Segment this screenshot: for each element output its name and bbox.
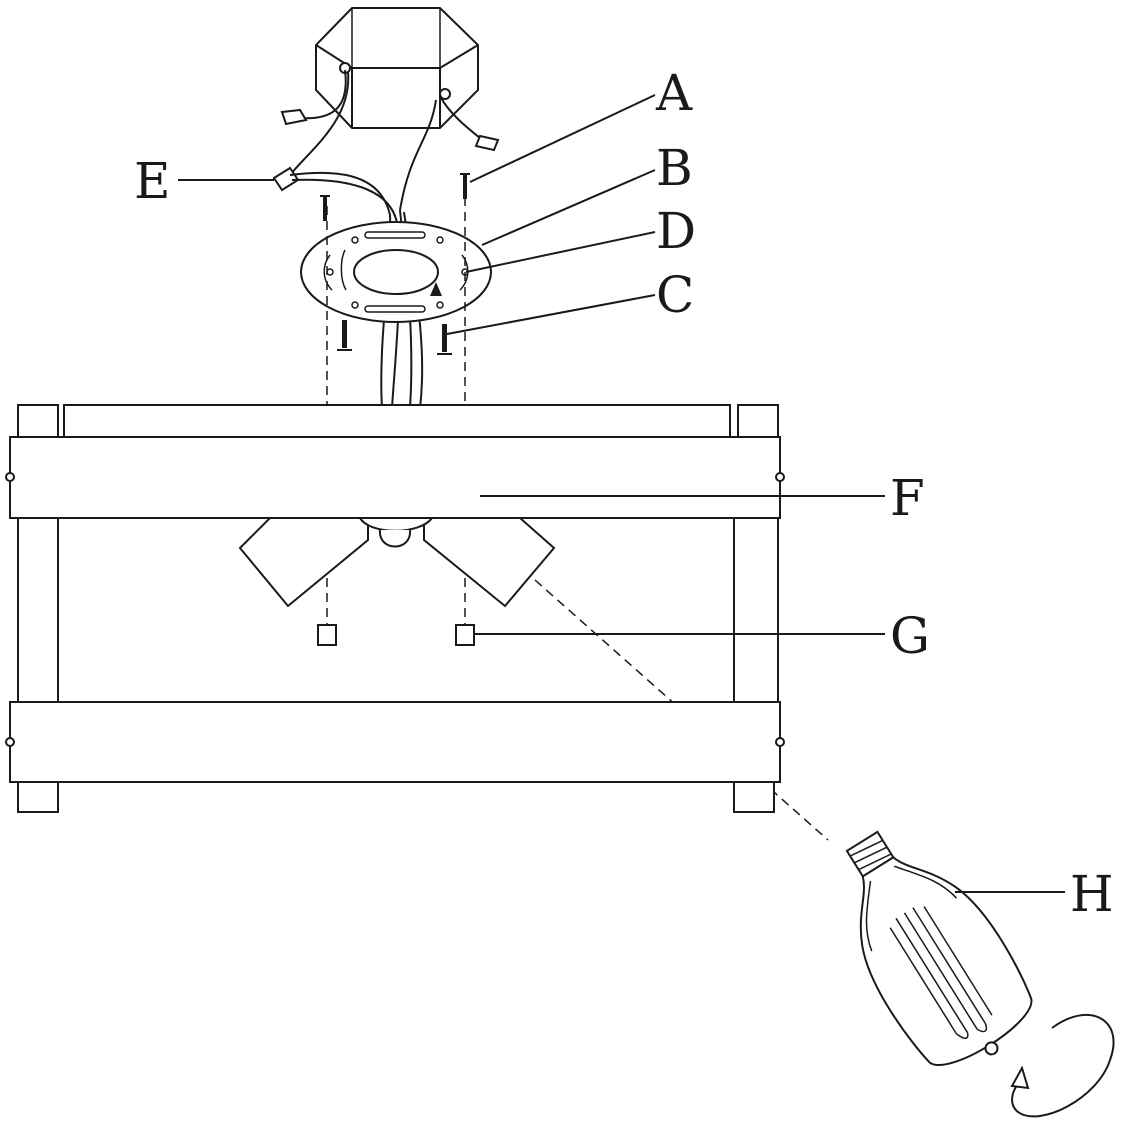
fixture-frame bbox=[5, 404, 785, 813]
leader-lines bbox=[178, 94, 1065, 893]
screw-c-right bbox=[437, 324, 452, 355]
mounting-plate-b bbox=[300, 221, 492, 323]
label-b: B bbox=[656, 139, 693, 197]
label-h: H bbox=[1070, 865, 1114, 923]
label-c: C bbox=[656, 266, 694, 324]
junction-box bbox=[289, 7, 486, 211]
label-f: F bbox=[890, 469, 925, 527]
lamp-sockets bbox=[238, 517, 556, 608]
label-d: D bbox=[656, 202, 696, 260]
wire-connector-top-right bbox=[474, 134, 500, 152]
screw-c-left bbox=[337, 320, 352, 351]
screw-a-left bbox=[320, 195, 330, 221]
edison-bulb-h bbox=[845, 830, 1115, 1118]
finials-g bbox=[317, 624, 475, 646]
label-e: E bbox=[134, 152, 171, 210]
wire-connector-top-left bbox=[280, 108, 308, 126]
label-g: G bbox=[890, 607, 930, 665]
label-a: A bbox=[655, 64, 693, 122]
